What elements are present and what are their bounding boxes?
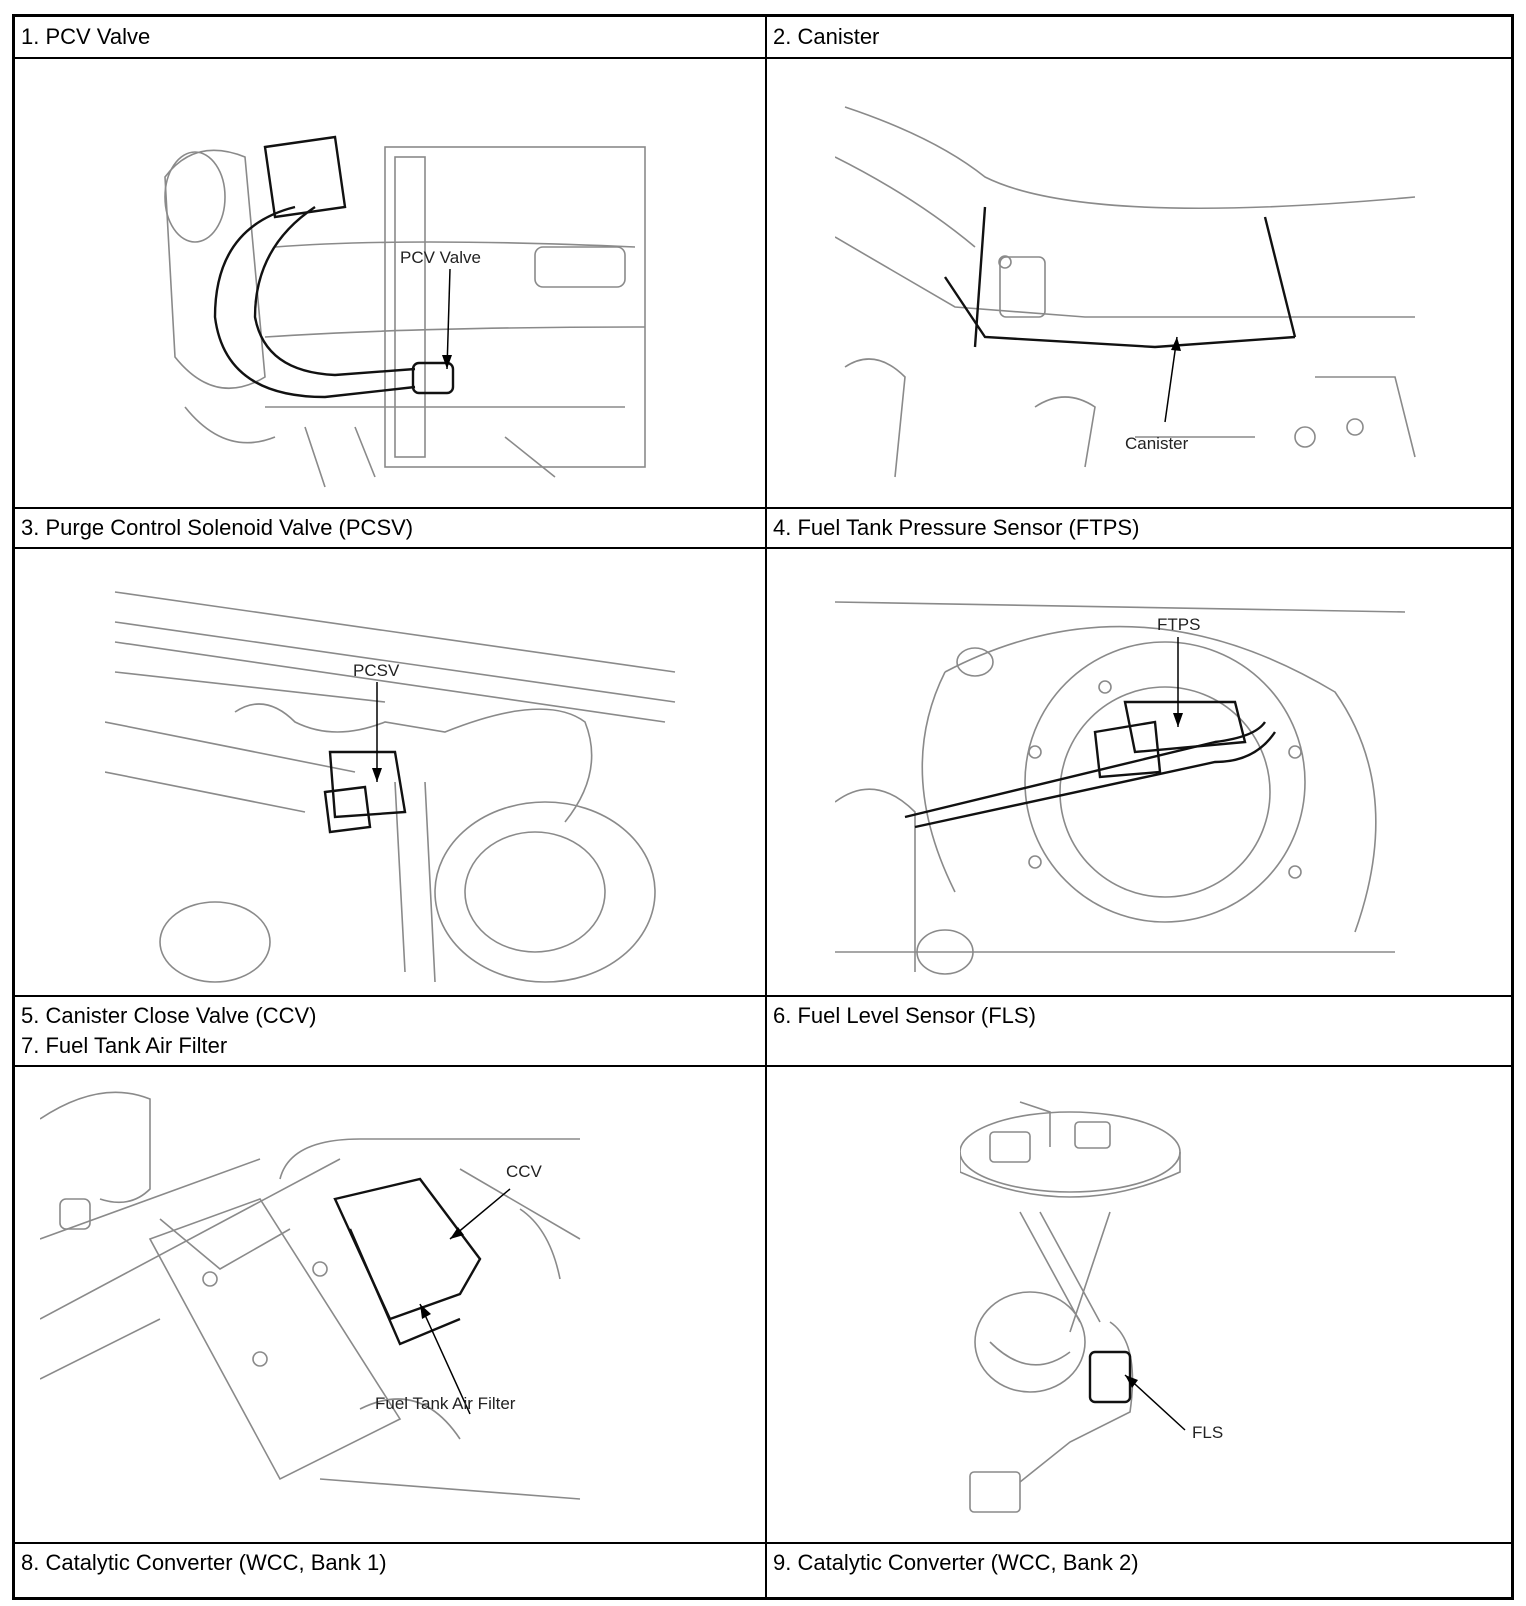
caption-fuel-tank-air-filter: 7. Fuel Tank Air Filter xyxy=(21,1033,228,1058)
caption-canister: 2. Canister xyxy=(773,24,880,49)
pcv-valve-diagram: PCV Valve xyxy=(155,77,655,497)
ftps-callout: FTPS xyxy=(1157,615,1200,634)
pcsv-diagram: PCSV xyxy=(105,572,685,992)
caption-fls: 6. Fuel Level Sensor (FLS) xyxy=(773,1003,1036,1028)
caption-catalytic-converter-bank2: 9. Catalytic Converter (WCC, Bank 2) xyxy=(773,1550,1139,1575)
fls-callout: FLS xyxy=(1192,1423,1223,1442)
ccv-air-filter-diagram: CCV Fuel Tank Air Filter xyxy=(40,1079,590,1524)
pcv-valve-callout: PCV Valve xyxy=(400,248,481,267)
row-divider xyxy=(15,995,1511,997)
row-divider xyxy=(15,547,1511,549)
caption-pcsv: 3. Purge Control Solenoid Valve (PCSV) xyxy=(21,515,414,540)
caption-catalytic-converter-bank1: 8. Catalytic Converter (WCC, Bank 1) xyxy=(21,1550,387,1575)
caption-ftps: 4. Fuel Tank Pressure Sensor (FTPS) xyxy=(773,515,1140,540)
component-table: 1. PCV Valve 2. Canister 3. Purge Contro… xyxy=(12,14,1514,1600)
fls-diagram: FLS xyxy=(960,1092,1280,1532)
pcsv-callout: PCSV xyxy=(353,661,400,680)
fuel-tank-air-filter-callout: Fuel Tank Air Filter xyxy=(375,1394,516,1413)
column-divider xyxy=(765,17,767,1597)
row-divider xyxy=(15,1542,1511,1544)
canister-callout: Canister xyxy=(1125,434,1189,453)
row-divider xyxy=(15,1065,1511,1067)
row-divider xyxy=(15,57,1511,59)
caption-ccv: 5. Canister Close Valve (CCV) xyxy=(21,1003,317,1028)
ccv-callout: CCV xyxy=(506,1162,543,1181)
caption-pcv-valve: 1. PCV Valve xyxy=(21,24,151,49)
ftps-diagram: FTPS xyxy=(835,572,1425,992)
canister-diagram: Canister xyxy=(835,77,1425,497)
row-divider xyxy=(15,507,1511,509)
